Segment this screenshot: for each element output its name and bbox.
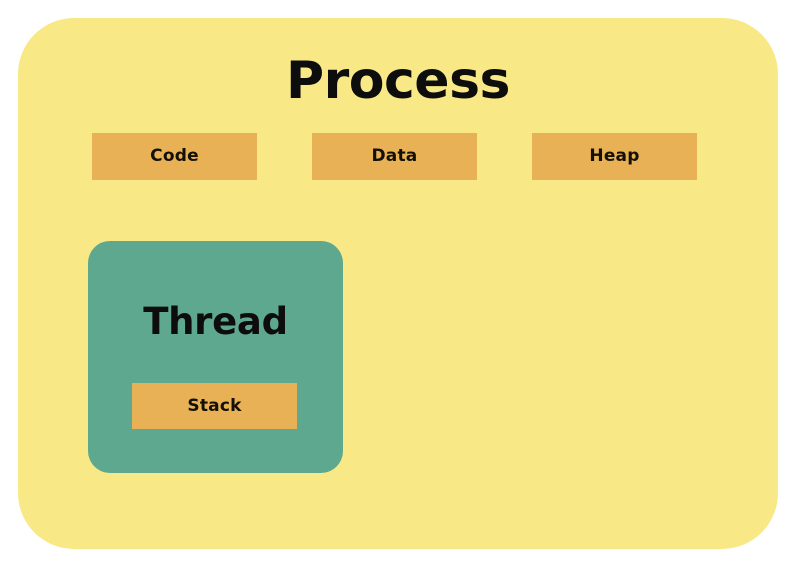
segment-box-stack: Stack xyxy=(132,383,297,429)
thread-title: Thread xyxy=(143,300,288,343)
segment-label-heap: Heap xyxy=(589,146,640,166)
segment-label-data: Data xyxy=(371,146,418,166)
thread-container: Thread Stack xyxy=(88,241,343,473)
segment-label-stack: Stack xyxy=(187,395,242,416)
process-title: Process xyxy=(286,51,510,111)
segment-box-data: Data xyxy=(312,133,477,180)
segment-box-heap: Heap xyxy=(532,133,697,180)
segment-label-code: Code xyxy=(150,146,199,166)
process-container: Process Code Data Heap Thread Stack xyxy=(18,18,778,549)
segment-box-code: Code xyxy=(92,133,257,180)
